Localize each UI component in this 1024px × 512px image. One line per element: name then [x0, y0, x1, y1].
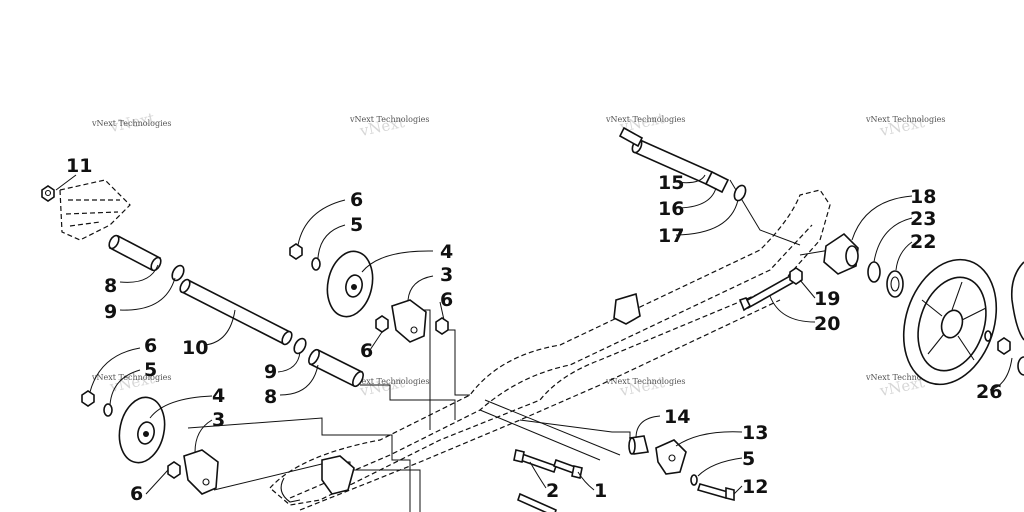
svg-text:vNext Technologies: vNext Technologies	[865, 373, 945, 382]
callout-labels: 11 8 9 10 9 8 6 5 4 3 6 6 6 5 4 3 6 15 1…	[66, 155, 1002, 505]
bolt-1	[552, 458, 583, 479]
callout-11: 11	[66, 155, 92, 177]
callout-16: 16	[658, 198, 684, 220]
callout-4-lower: 4	[212, 385, 225, 407]
washer-5-lower	[103, 403, 113, 417]
spacer-8-left	[108, 234, 162, 272]
wheel-edge-right	[1010, 261, 1024, 376]
svg-text:vNext Technologies: vNext Technologies	[91, 373, 171, 382]
nut-6-upper-left	[375, 315, 389, 333]
callout-14: 14	[664, 406, 690, 428]
callout-5-top: 5	[350, 214, 363, 236]
callout-6-upper-left: 6	[360, 340, 373, 362]
slide-rail	[59, 179, 831, 511]
callout-2: 2	[546, 480, 559, 502]
callout-3-upper: 3	[440, 264, 453, 286]
callout-10: 10	[182, 337, 208, 359]
shaft-15	[618, 126, 714, 186]
callout-4-upper: 4	[440, 241, 453, 263]
callout-15: 15	[658, 172, 684, 194]
snap-ring-23	[867, 261, 881, 283]
bracket-13	[655, 439, 687, 475]
callout-3-lower: 3	[212, 409, 225, 431]
rear-wheel	[902, 258, 998, 386]
washer-17	[733, 184, 747, 202]
callout-5-right: 5	[742, 448, 755, 470]
bracket-3-lower	[183, 449, 219, 495]
washer-5-lower-right	[690, 474, 698, 486]
washer-9-left	[171, 264, 185, 282]
bearing-22	[886, 270, 904, 298]
callout-18: 18	[910, 186, 936, 208]
callout-8-left: 8	[104, 275, 117, 297]
bolt-20	[738, 274, 796, 312]
callout-1: 1	[594, 480, 607, 502]
callout-17: 17	[658, 225, 684, 247]
svg-text:vNext Technologies: vNext Technologies	[349, 115, 429, 124]
callout-19: 19	[814, 288, 840, 310]
svg-text:vNext Technologies: vNext Technologies	[605, 377, 685, 386]
nut-19	[789, 267, 803, 285]
washer-5-rear	[984, 330, 992, 342]
svg-text:vNext Technologies: vNext Technologies	[865, 115, 945, 124]
sleeve-16	[704, 170, 730, 194]
spacer-8-right	[308, 348, 364, 388]
watermark-4: vNext vNext Technologies	[865, 113, 945, 140]
callout-8-right: 8	[264, 386, 277, 408]
callout-6-upper-right: 6	[440, 289, 453, 311]
washer-5-upper	[311, 257, 321, 271]
svg-text:vNext Technologies: vNext Technologies	[605, 115, 685, 124]
idler-wheel-4-upper	[326, 250, 374, 318]
washer-9-right	[293, 337, 307, 355]
bolt-12	[696, 483, 735, 502]
nut-26	[997, 337, 1011, 355]
watermark-1: vNext vNext Technologies	[91, 109, 171, 136]
callout-26: 26	[976, 381, 1002, 403]
callout-13: 13	[742, 422, 768, 444]
nut-6-upper-right	[435, 317, 449, 335]
svg-text:vNext Technologies: vNext Technologies	[91, 119, 171, 128]
assembly-lines	[187, 179, 831, 512]
bolt-lower	[517, 492, 557, 512]
callout-6-top: 6	[350, 189, 363, 211]
bracket-3-upper	[391, 299, 427, 343]
idler-wheel-4-lower	[118, 396, 166, 464]
pivot-arm-bracket	[280, 455, 355, 503]
callout-23: 23	[910, 208, 936, 230]
spacer-14	[628, 435, 649, 455]
hub-18	[823, 232, 859, 275]
shaft-10	[179, 278, 293, 346]
callout-20: 20	[814, 313, 840, 335]
callout-6-bottom: 6	[130, 483, 143, 505]
callout-5-lower: 5	[144, 359, 157, 381]
callout-9-right: 9	[264, 361, 277, 383]
watermark-3: vNext vNext Technologies	[605, 109, 685, 136]
bolt-2	[513, 449, 558, 474]
nut-6-upper	[289, 243, 303, 260]
callout-6-lower: 6	[144, 335, 157, 357]
callout-12: 12	[742, 476, 768, 498]
svg-text:vNext Technologies: vNext Technologies	[349, 377, 429, 386]
watermark-7: vNext vNext Technologies	[605, 373, 685, 400]
nut-11	[41, 185, 55, 202]
nut-6-lower	[81, 390, 95, 407]
nut-6-lower-left	[167, 461, 181, 479]
mount-block	[613, 292, 641, 325]
callout-9-left: 9	[104, 301, 117, 323]
watermark-2: vNext vNext Technologies	[349, 113, 429, 140]
callout-leaders	[55, 174, 1013, 495]
callout-22: 22	[910, 231, 936, 253]
